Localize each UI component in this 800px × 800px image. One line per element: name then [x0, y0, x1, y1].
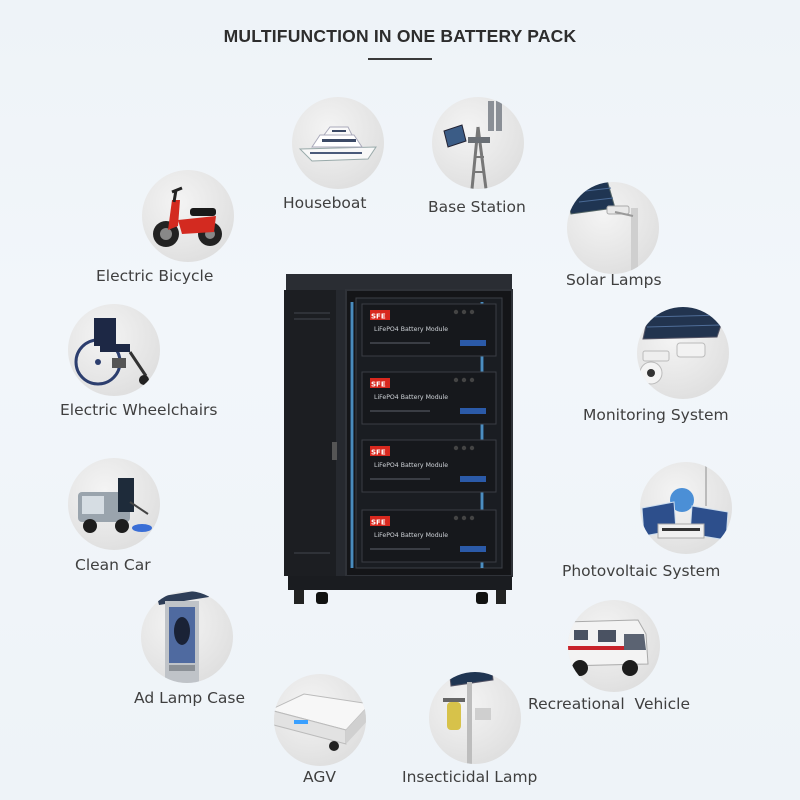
- base-station-icon: [432, 97, 524, 189]
- battery-module: SFE LiFePO4 Battery Module: [361, 509, 497, 563]
- module-port: [453, 377, 459, 383]
- module-port: [469, 309, 475, 315]
- title-underline: [368, 58, 432, 60]
- page-title: MULTIFUNCTION IN ONE BATTERY PACK: [223, 26, 577, 46]
- agv-icon: [274, 674, 366, 766]
- module-port: [453, 515, 459, 521]
- electric-wheelchairs-label: Electric Wheelchairs: [60, 401, 218, 419]
- solar-lamps-label: Solar Lamps: [566, 271, 662, 289]
- brand-mark: SFE: [371, 519, 386, 527]
- module-display: [460, 340, 486, 346]
- module-vent: [370, 548, 430, 550]
- base-station-label: Base Station: [428, 198, 526, 216]
- battery-module: SFE LiFePO4 Battery Module: [361, 371, 497, 425]
- module-vent: [370, 478, 430, 480]
- rv-icon: [568, 600, 660, 692]
- recreational-vehicle-label: Recreational Vehicle: [528, 695, 690, 713]
- insecticidal-lamp-label: Insecticidal Lamp: [402, 768, 538, 786]
- houseboat-label: Houseboat: [283, 194, 367, 212]
- houseboat-icon: [292, 97, 384, 189]
- brand-logo: [370, 516, 390, 526]
- monitoring-system-label: Monitoring System: [583, 406, 729, 424]
- module-port: [461, 445, 467, 451]
- module-port: [469, 515, 475, 521]
- module-display: [460, 476, 486, 482]
- brand-logo: [370, 310, 390, 320]
- electric-bicycle-icon: [142, 170, 234, 262]
- module-port: [469, 445, 475, 451]
- module-display: [460, 408, 486, 414]
- wheelchair-icon: [68, 304, 160, 396]
- brand-logo: [370, 378, 390, 388]
- photovoltaic-icon: [640, 462, 732, 554]
- module-port: [461, 515, 467, 521]
- module-port: [469, 377, 475, 383]
- monitoring-camera-icon: [637, 307, 729, 399]
- clean-car-icon: [68, 458, 160, 550]
- module-label: LiFePO4 Battery Module: [374, 394, 448, 401]
- brand-mark: SFE: [371, 381, 386, 389]
- module-vent: [370, 342, 430, 344]
- module-label: LiFePO4 Battery Module: [374, 532, 448, 539]
- electric-bicycle-label: Electric Bicycle: [96, 267, 214, 285]
- module-label: LiFePO4 Battery Module: [374, 462, 448, 469]
- module-port: [461, 377, 467, 383]
- module-label: LiFePO4 Battery Module: [374, 326, 448, 333]
- module-port: [453, 309, 459, 315]
- module-vent: [370, 410, 430, 412]
- battery-module: SFE LiFePO4 Battery Module: [361, 303, 497, 357]
- ad-lamp-case-icon: [141, 591, 233, 683]
- agv-label: AGV: [303, 768, 336, 786]
- battery-module: SFE LiFePO4 Battery Module: [361, 439, 497, 493]
- brand-mark: SFE: [371, 313, 386, 321]
- brand-logo: [370, 446, 390, 456]
- photovoltaic-system-label: Photovoltaic System: [562, 562, 721, 580]
- module-port: [453, 445, 459, 451]
- clean-car-label: Clean Car: [75, 556, 151, 574]
- brand-mark: SFE: [371, 449, 386, 457]
- module-display: [460, 546, 486, 552]
- ad-lamp-case-label: Ad Lamp Case: [134, 689, 246, 707]
- module-port: [461, 309, 467, 315]
- insecticidal-lamp-icon: [429, 672, 521, 764]
- solar-lamp-icon: [567, 182, 659, 274]
